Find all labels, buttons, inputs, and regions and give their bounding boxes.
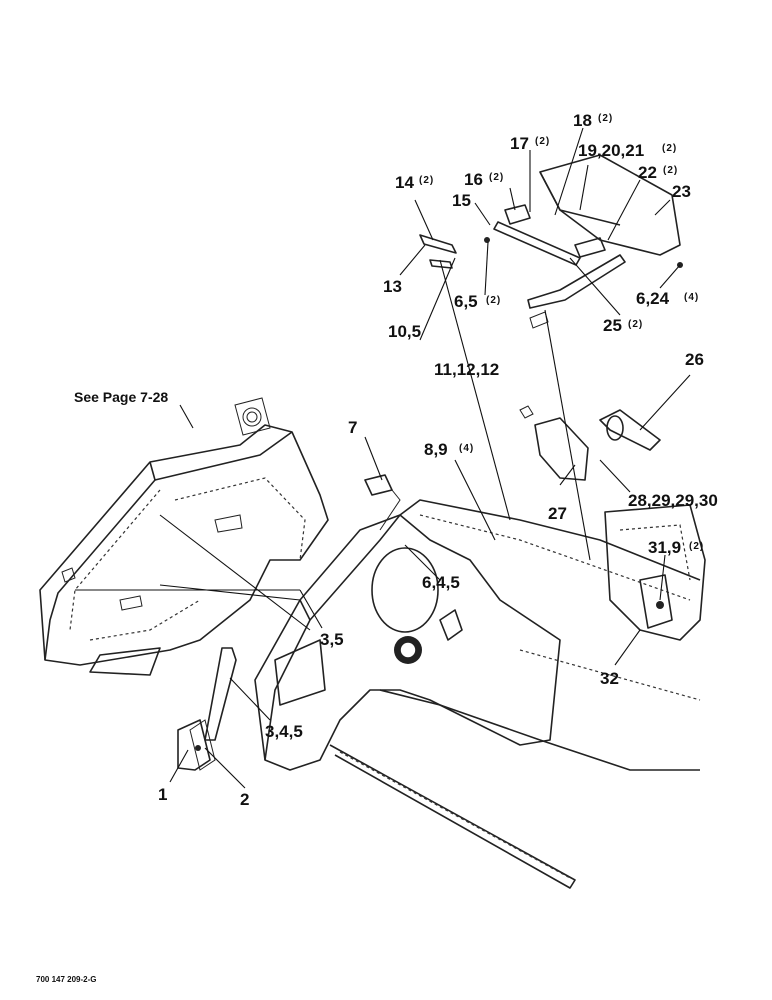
- callout-22: 22: [638, 163, 657, 182]
- callout-3-5: 3,5: [320, 630, 344, 649]
- shield-assembly: [39, 397, 329, 676]
- callout-11-12-12: 11,12,12: [434, 360, 499, 379]
- callout-13: 13: [383, 277, 402, 296]
- callout-23: 23: [672, 182, 691, 201]
- callout-22-qty: (2): [663, 165, 678, 176]
- callout-labels: See Page 7-28 1 2 3,4,5 3,5 6,4,5 7 8,9 …: [36, 111, 718, 984]
- pivot-arm-parts: [177, 647, 237, 771]
- callout-3-4-5: 3,4,5: [265, 722, 303, 741]
- callout-6-24: 6,24: [636, 289, 670, 308]
- callout-26: 26: [685, 350, 704, 369]
- callout-8-9-qty: (4): [459, 443, 474, 454]
- callout-14-qty: (2): [419, 175, 434, 186]
- small-bracket: [364, 474, 401, 531]
- callout-25-qty: (2): [628, 319, 643, 330]
- callout-2: 2: [240, 790, 249, 809]
- callout-16: 16: [464, 170, 483, 189]
- right-side-panel: [604, 504, 706, 641]
- callout-32: 32: [600, 669, 619, 688]
- callout-6-5-qty: (2): [486, 295, 501, 306]
- callout-19-20-21-qty: (2): [662, 143, 677, 154]
- reference-note: See Page 7-28: [74, 389, 168, 405]
- callout-27: 27: [548, 504, 567, 523]
- callout-6-5: 6,5: [454, 292, 478, 311]
- drawing-number: 700 147 209-2-G: [36, 975, 97, 984]
- callout-6-24-qty: (4): [684, 292, 699, 303]
- callout-18: 18: [573, 111, 592, 130]
- callout-16-qty: (2): [489, 172, 504, 183]
- callout-18-qty: (2): [598, 113, 613, 124]
- callout-25: 25: [603, 316, 622, 335]
- callout-19-20-21: 19,20,21: [578, 141, 644, 160]
- callout-8-9: 8,9: [424, 440, 448, 459]
- callout-17: 17: [510, 134, 529, 153]
- callout-15: 15: [452, 191, 471, 210]
- callout-1: 1: [158, 785, 167, 804]
- callout-6-4-5: 6,4,5: [422, 573, 460, 592]
- callout-7: 7: [348, 418, 357, 437]
- callout-31-9-qty: (2): [689, 541, 704, 552]
- callout-31-9: 31,9: [648, 538, 681, 557]
- upper-latch-assembly: [419, 154, 683, 329]
- callout-10-5: 10,5: [388, 322, 421, 341]
- callout-28-29-29-30: 28,29,29,30: [628, 491, 718, 510]
- callout-17-qty: (2): [535, 136, 550, 147]
- main-frame: [189, 499, 701, 889]
- leader-lines: [75, 127, 691, 789]
- motor-bracket: [519, 405, 661, 481]
- callout-14: 14: [395, 173, 414, 192]
